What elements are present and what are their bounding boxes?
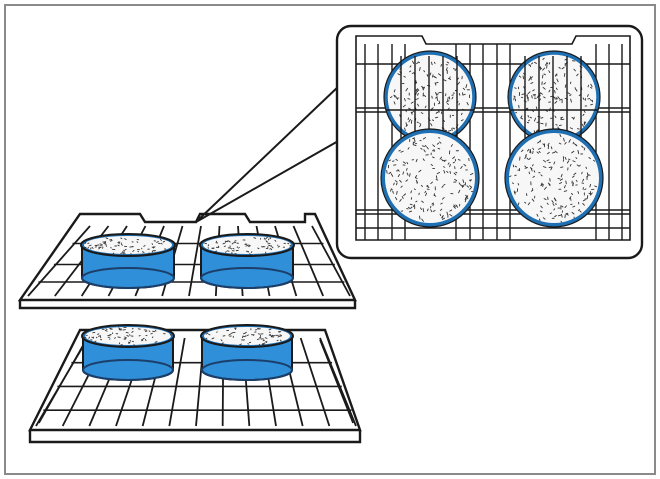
outer-frame xyxy=(4,4,656,475)
cake-pan-lower-right xyxy=(200,324,294,381)
detail-pan-bottom-left xyxy=(380,128,480,228)
cake-pan-upper-right xyxy=(199,233,295,289)
detail-pan-bottom-right xyxy=(504,128,604,228)
detail-pan-top-left xyxy=(383,50,477,144)
cake-pan-lower-left xyxy=(81,324,175,381)
upper-oven-rack xyxy=(17,212,357,310)
detail-view-top-down xyxy=(335,24,644,260)
cake-pan-upper-left xyxy=(80,233,176,289)
lower-oven-rack xyxy=(28,328,362,444)
callout-lines xyxy=(195,84,341,223)
